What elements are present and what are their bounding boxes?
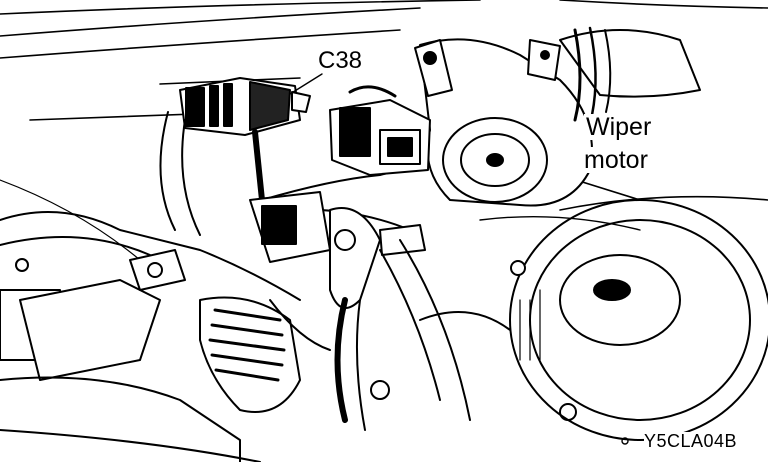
- figure-code: Y5CLA04B: [644, 431, 738, 451]
- wiper-motor-label-line2: motor: [582, 147, 652, 173]
- c38-leader-line: [289, 73, 323, 95]
- lower-hoses: [249, 191, 471, 431]
- wiper-motor: [414, 26, 701, 207]
- connector-label: C38: [318, 47, 363, 74]
- figure-code-marker: [621, 437, 629, 445]
- engine-components: [0, 211, 511, 462]
- motor-connector: [329, 85, 431, 176]
- c38-connector: [179, 77, 311, 136]
- strut-tower: [479, 199, 768, 441]
- cowl-panel: [0, 0, 768, 211]
- wiper-motor-label-line1: Wiper: [584, 114, 656, 140]
